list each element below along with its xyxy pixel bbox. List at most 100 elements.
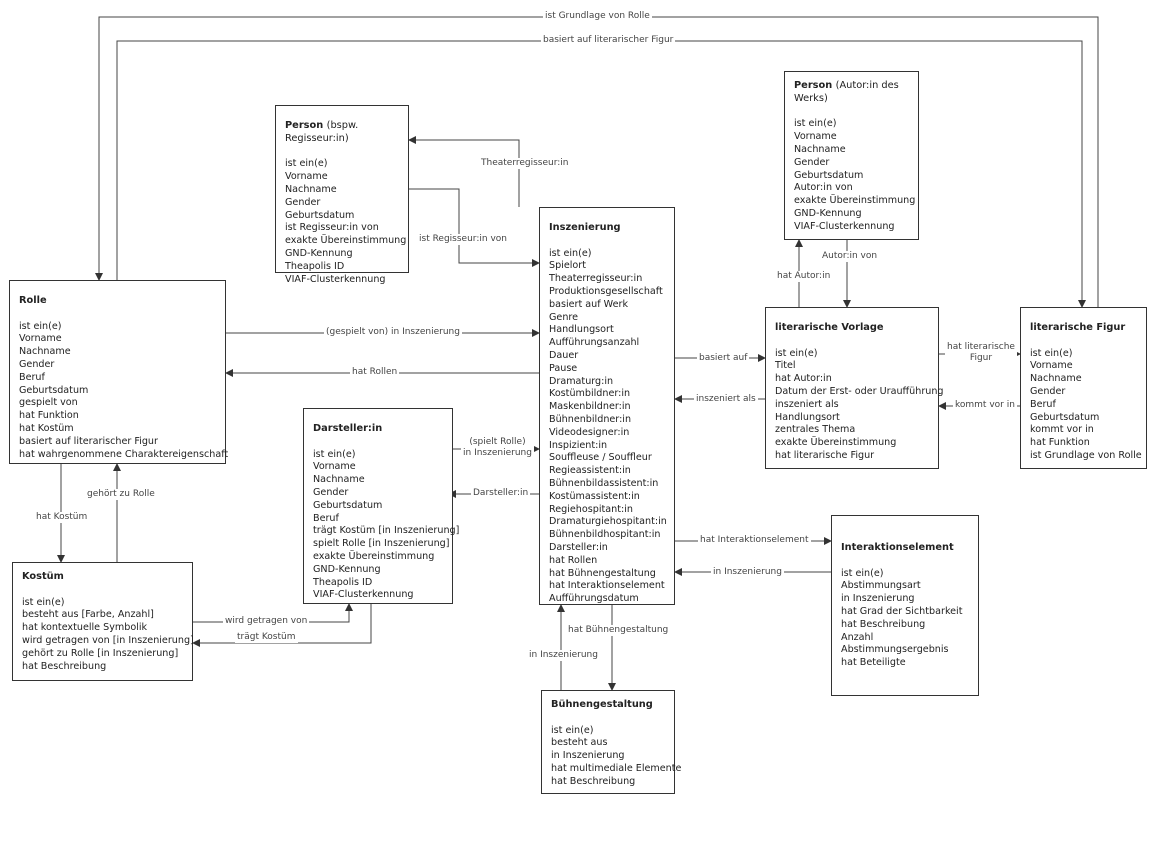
attribute-item: Beruf bbox=[313, 512, 339, 524]
attribute-item: ist ein(e) bbox=[549, 247, 592, 259]
buehne-title: Bühnengestaltung bbox=[551, 699, 653, 710]
attribute-item: ist ein(e) bbox=[285, 158, 328, 170]
attribute-item: spielt Rolle [in Inszenierung] bbox=[313, 538, 450, 550]
interaktion-title: Interaktionselement bbox=[841, 542, 954, 553]
attribute-item: Gender bbox=[19, 358, 55, 370]
attribute-item: exakte Übereinstimmung bbox=[285, 235, 407, 247]
edge-label-grundlage-rolle: ist Grundlage von Rolle bbox=[543, 11, 652, 22]
edge-label-in-insz-buehne: in Inszenierung bbox=[527, 650, 600, 661]
attribute-item: Kostümbildner:in bbox=[549, 388, 631, 400]
edge-label-traegt-kostuem: trägt Kostüm bbox=[235, 632, 298, 643]
attribute-item: basiert auf literarischer Figur bbox=[19, 435, 158, 447]
attribute-item: basiert auf Werk bbox=[549, 298, 629, 310]
attribute-item: Geburtsdatum bbox=[285, 209, 355, 221]
attribute-item: ist Grundlage von Rolle bbox=[1030, 449, 1142, 461]
attribute-item: Abstimmungsergebnis bbox=[841, 644, 949, 656]
attribute-item: Theaterregisseur:in bbox=[549, 273, 643, 285]
attribute-item: Beruf bbox=[1030, 398, 1056, 410]
attribute-item: Maskenbildner:in bbox=[549, 401, 631, 413]
attribute-item: hat Interaktionselement bbox=[549, 580, 665, 592]
attribute-item: Nachname bbox=[313, 474, 365, 486]
attribute-item: Regiehospitant:in bbox=[549, 503, 633, 515]
attribute-item: hat Beteiligte bbox=[841, 657, 906, 669]
attribute-item: VIAF-Clusterkennung bbox=[285, 273, 386, 285]
edge-regisseur-von bbox=[409, 188, 540, 267]
attribute-item: in Inszenierung bbox=[841, 593, 915, 605]
attribute-item: hat Beschreibung bbox=[22, 660, 107, 672]
attribute-item: wird getragen von [in Inszenierung] bbox=[22, 634, 194, 646]
attribute-item: Vorname bbox=[1030, 360, 1073, 372]
attribute-item: Abstimmungsart bbox=[841, 580, 921, 592]
attribute-item: Gender bbox=[285, 196, 321, 208]
attribute-item: Nachname bbox=[285, 183, 337, 195]
edge-label-regisseur-von: ist Regisseur:in von bbox=[417, 234, 509, 245]
attribute-item: Bühnenbildner:in bbox=[549, 413, 632, 425]
edge-theaterregisseur bbox=[408, 136, 520, 207]
entity-person-regisseur[interactable]: Person (bspw. Regisseur:in)ist ein(e)Vor… bbox=[275, 105, 409, 285]
attribute-item: Vorname bbox=[794, 131, 837, 143]
vorlage-title: literarische Vorlage bbox=[775, 322, 884, 333]
attribute-item: Aufführungsdatum bbox=[549, 593, 639, 605]
attribute-item: Nachname bbox=[1030, 373, 1082, 385]
attribute-item: zentrales Thema bbox=[775, 424, 856, 436]
inszenierung-title: Inszenierung bbox=[549, 222, 621, 233]
edge-label-spielt-rolle: (spielt Rolle) in Inszenierung bbox=[461, 437, 534, 459]
person-autor-subtitle: (Autor:in des Werks) bbox=[794, 80, 899, 104]
attribute-item: ist ein(e) bbox=[841, 567, 884, 579]
attribute-item: gespielt von bbox=[19, 397, 78, 409]
attribute-item: Darsteller:in bbox=[549, 541, 608, 553]
attribute-item: ist ein(e) bbox=[551, 724, 594, 736]
attribute-item: besteht aus [Farbe, Anzahl] bbox=[22, 609, 154, 621]
edge-label-autor-von: Autor:in von bbox=[820, 251, 880, 262]
attribute-item: Handlungsort bbox=[775, 411, 840, 423]
person-regie-subtitle: (bspw. Regisseur:in) bbox=[285, 120, 359, 144]
edge-label-kommt-vor: kommt vor in bbox=[953, 400, 1017, 411]
edge-label-inszeniert-als: inszeniert als bbox=[694, 394, 758, 405]
edge-label-hat-kostuem: hat Kostüm bbox=[34, 512, 90, 523]
attribute-item: Anzahl bbox=[841, 631, 874, 643]
attribute-item: ist ein(e) bbox=[1030, 347, 1073, 359]
attribute-item: Dauer bbox=[549, 349, 579, 361]
attribute-item: ist ein(e) bbox=[313, 448, 356, 460]
edge-label-gehoert-rolle: gehört zu Rolle bbox=[85, 489, 157, 500]
attribute-item: Regieassistent:in bbox=[549, 465, 631, 477]
edge-traegt-kostuem bbox=[192, 604, 372, 647]
edge-label-theaterregisseur: Theaterregisseur:in bbox=[479, 158, 571, 169]
attribute-item: in Inszenierung bbox=[551, 750, 625, 762]
attribute-item: hat Beschreibung bbox=[841, 618, 926, 630]
attribute-item: hat Bühnengestaltung bbox=[549, 567, 656, 579]
attribute-item: Dramaturgiehospitant:in bbox=[549, 516, 667, 528]
attribute-item: hat Funktion bbox=[19, 410, 79, 422]
attribute-item: kommt vor in bbox=[1030, 424, 1094, 436]
attribute-item: Souffleuse / Souffleur bbox=[549, 452, 652, 464]
attribute-item: hat kontextuelle Symbolik bbox=[22, 622, 148, 634]
attribute-item: Theapolis ID bbox=[285, 260, 345, 272]
rolle-title: Rolle bbox=[19, 295, 47, 306]
attribute-item: ist ein(e) bbox=[22, 596, 65, 608]
attribute-item: Gender bbox=[1030, 385, 1066, 397]
edge-label-basiert-figur: basiert auf literarischer Figur bbox=[541, 35, 676, 46]
attribute-item: Geburtsdatum bbox=[794, 169, 864, 181]
attribute-item: VIAF-Clusterkennung bbox=[313, 589, 414, 601]
entity-kostuem[interactable]: Kostüm ist ein(e)besteht aus [Farbe, Anza… bbox=[12, 562, 194, 681]
kostuem-title: Kostüm bbox=[22, 571, 64, 582]
attribute-item: Vorname bbox=[285, 171, 328, 183]
attribute-item: Vorname bbox=[19, 333, 62, 345]
attribute-item: Aufführungsanzahl bbox=[549, 337, 640, 349]
attribute-item: Bühnenbildassistent:in bbox=[549, 477, 659, 489]
attribute-item: Theapolis ID bbox=[313, 576, 373, 588]
edge-label-in-insz-inter: in Inszenierung bbox=[711, 567, 784, 578]
attribute-item: Handlungsort bbox=[549, 324, 614, 336]
attribute-item: hat wahrgenommene Charaktereigenschaft bbox=[19, 448, 229, 460]
attribute-item: exakte Übereinstimmung bbox=[313, 550, 435, 562]
entity-person-autor[interactable]: Person (Autor:in des Werks)ist ein(e)Vor… bbox=[784, 71, 919, 240]
edge-label-gespielt-in: (gespielt von) in Inszenierung bbox=[324, 327, 462, 338]
attribute-item: trägt Kostüm [in Inszenierung] bbox=[313, 525, 460, 537]
